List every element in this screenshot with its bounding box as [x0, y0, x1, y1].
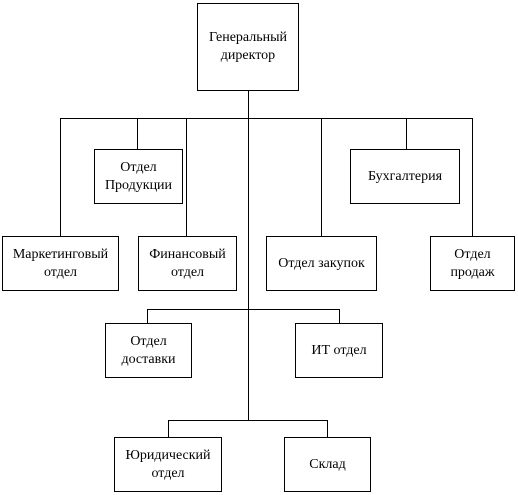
marketing-department-box: Маркетинговый отдел [2, 236, 119, 291]
accounting-box: Бухгалтерия [350, 149, 460, 204]
legal-department-box: Юридический отдел [114, 437, 222, 492]
sales-department-box: Отдел продаж [430, 236, 515, 291]
finance-department-box: Финансовый отдел [138, 236, 237, 291]
ceo-box: Генеральный директор [197, 3, 299, 91]
warehouse-box: Склад [284, 437, 371, 492]
purchasing-department-box: Отдел закупок [266, 236, 377, 291]
it-department-box: ИТ отдел [295, 323, 383, 378]
delivery-department-box: Отдел доставки [105, 323, 192, 378]
production-department-box: Отдел Продукции [94, 149, 183, 204]
